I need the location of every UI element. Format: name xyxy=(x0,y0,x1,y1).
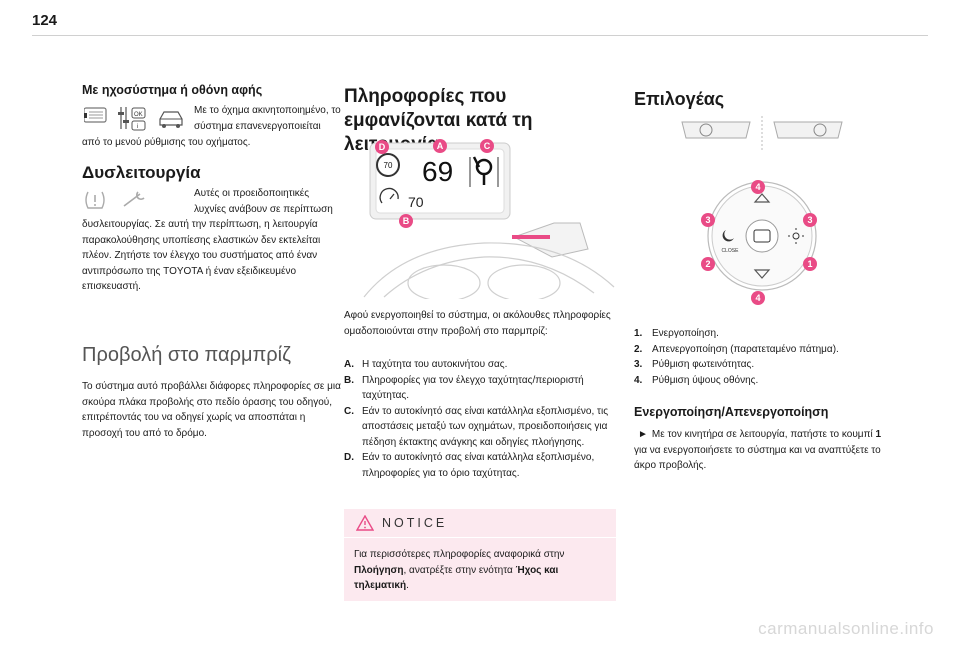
selector-list: 1.Ενεργοποίηση. 2.Απενεργοποίηση (παρατε… xyxy=(634,326,924,388)
para-intro: Αφού ενεργοποιηθεί το σύστημα, οι ακόλου… xyxy=(344,310,611,337)
page-number: 124 xyxy=(32,12,58,29)
navigation-arrow-icon xyxy=(472,156,493,185)
hud-info-list: A.Η ταχύτητα του αυτοκινήτου σας. B.Πληρ… xyxy=(344,357,616,481)
hud-illustration: 70 69 70 D A C B xyxy=(344,137,620,304)
label-b: B xyxy=(403,216,410,226)
moon-icon xyxy=(722,230,734,242)
watermark: carmanualsonline.info xyxy=(758,619,934,638)
svg-text:OK: OK xyxy=(134,112,143,118)
para-activation: ►Με τον κινητήρα σε λειτουργία, πατήστε … xyxy=(634,429,882,471)
hud-toggle-icon xyxy=(753,229,771,243)
wrench-icon xyxy=(123,191,145,207)
hud-sign-speed: 70 xyxy=(384,161,393,170)
nav-reference: Πλοήγηση xyxy=(354,564,404,576)
selector-illustration: CLOSE 4 3 3 2 1 4 xyxy=(670,112,870,317)
heading-hud: Προβολή στο παρμπρίζ xyxy=(82,344,291,366)
para-reactivate-cont: από το μενού ρύθμισης του οχήματος. xyxy=(82,137,251,148)
list-item: 1.Ενεργοποίηση. xyxy=(634,328,719,339)
notice-box: NOTICE Για περισσότερες πληροφορίες αναφ… xyxy=(344,509,616,601)
heading-activation: Ενεργοποίηση/Απενεργοποίηση xyxy=(634,405,829,419)
list-item: B.Πληροφορίες για τον έλεγχο ταχύτητας/π… xyxy=(344,374,584,402)
vehicle-settings-icon xyxy=(82,107,107,123)
settings-icons: OK i xyxy=(82,105,192,138)
svg-text:i: i xyxy=(137,124,138,130)
bullet-arrow-icon: ► xyxy=(638,429,648,440)
callout-1: 1 xyxy=(807,259,812,269)
sliders-icon: OK i xyxy=(118,107,146,131)
label-a: A xyxy=(437,141,444,151)
audio-telematics-reference: Ήχος και τηλεματική xyxy=(354,564,559,592)
warning-triangle-icon xyxy=(356,515,374,531)
brightness-icon xyxy=(788,228,804,244)
heading-selector: Επιλογέας xyxy=(634,89,725,109)
list-item: D.Εάν το αυτοκίνητό σας είναι κατάλληλα … xyxy=(344,452,595,479)
top-divider xyxy=(32,35,928,36)
label-c: C xyxy=(484,141,491,151)
close-label: CLOSE xyxy=(722,248,740,254)
car-icon xyxy=(159,111,183,128)
list-item: 3.Ρύθμιση φωτεινότητας. xyxy=(634,359,755,370)
notice-header: NOTICE xyxy=(344,509,616,538)
callout-3-right: 3 xyxy=(807,215,812,225)
para-malfunction-right: Αυτές οι προειδοποιητικές λυχνίες ανάβου… xyxy=(194,188,333,215)
list-item: 2.Απενεργοποίηση (παρατεταμένο πάτημα). xyxy=(634,343,839,355)
warning-icons xyxy=(84,188,150,217)
speed-limit-sign-icon xyxy=(376,153,400,177)
steering-wheel-icons xyxy=(681,116,843,152)
list-item: 4.Ρύθμιση ύψους οθόνης. xyxy=(634,374,759,386)
callout-4-bottom: 4 xyxy=(755,293,760,303)
menu-icons-graphic: OK i xyxy=(82,107,183,131)
notice-text: Για περισσότερες πληροφορίες αναφορικά σ… xyxy=(354,549,565,592)
heading-audio-touchscreen: Με ηχοσύστημα ή οθόνη αφής xyxy=(82,83,263,97)
callout-3-left: 3 xyxy=(705,215,710,225)
heading-malfunction: Δυσλειτουργία xyxy=(82,163,201,182)
callout-4-top: 4 xyxy=(755,182,760,192)
hud-set-speed: 70 xyxy=(408,194,424,210)
hud-speed: 69 xyxy=(422,156,453,187)
tyre-pressure-warning-icon xyxy=(85,191,105,209)
up-arrow-icon xyxy=(753,193,771,203)
list-item: A.Η ταχύτητα του αυτοκινήτου σας. xyxy=(344,359,508,370)
cruise-control-icon xyxy=(379,187,399,204)
list-item: C.Εάν το αυτοκίνητό σας είναι κατάλληλα … xyxy=(344,405,609,448)
callout-2: 2 xyxy=(705,259,710,269)
para-malfunction: δυσλειτουργίας. Σε αυτή την περίπτωση, η… xyxy=(82,219,321,292)
notice-title: NOTICE xyxy=(382,516,448,530)
down-arrow-icon xyxy=(753,269,771,279)
para-hud: Το σύστημα αυτό προβάλλει διάφορες πληρο… xyxy=(82,381,341,439)
label-d: D xyxy=(379,142,386,152)
para-reactivate: Με το όχημα ακινητοποιημένο, το σύστημα … xyxy=(194,105,341,132)
